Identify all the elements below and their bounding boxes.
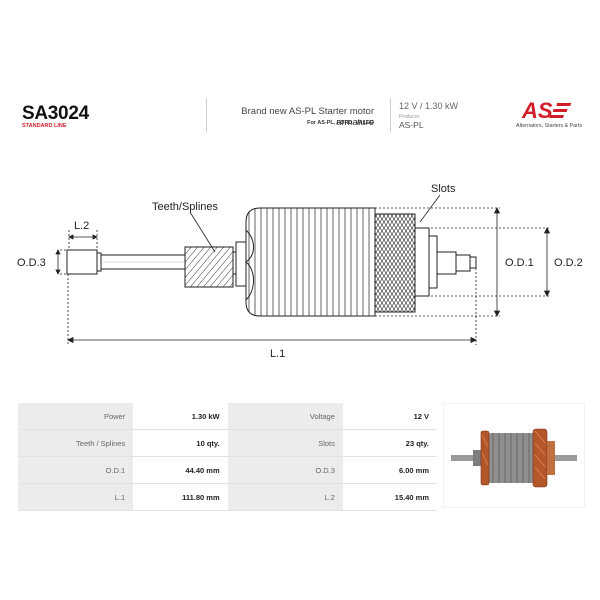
armature-core xyxy=(245,207,438,317)
product-subtitle: For AS-PL, FORD, VALEO xyxy=(307,120,374,126)
label-od3: O.D.3 xyxy=(17,257,46,269)
asl-logo: AS xyxy=(521,98,572,123)
table-row: Teeth / Splines 10 qty. Slots 23 qty. xyxy=(18,429,437,457)
spec-value: 23 qty. xyxy=(342,429,437,457)
spec-label: L.1 xyxy=(18,483,134,511)
product-description: Brand new AS-PL Starter motor armature xyxy=(241,106,374,128)
spec-label: Power xyxy=(18,403,134,430)
shaft xyxy=(66,241,477,288)
spec-value: 6.00 mm xyxy=(342,456,437,484)
producer-name: AS-PL xyxy=(399,120,424,130)
producer-label: Producer xyxy=(399,114,420,120)
spec-label: Slots xyxy=(227,429,343,457)
voltage-power: 12 V / 1.30 kW xyxy=(399,101,459,111)
spec-label: O.D.3 xyxy=(227,456,343,484)
armature-drawing: Teeth/Splines Slots L.2 O.D.3 O.D.1 O.D.… xyxy=(17,183,583,360)
commutator xyxy=(374,213,416,313)
spec-table: Power 1.30 kW Voltage 12 V Teeth / Splin… xyxy=(18,403,437,511)
spec-value: 12 V xyxy=(342,403,437,430)
spec-value: 15.40 mm xyxy=(342,483,437,511)
logo-text: AS xyxy=(521,98,553,123)
splines xyxy=(184,246,234,288)
product-line: STANDARD LINE xyxy=(22,123,67,129)
label-l2: L.2 xyxy=(74,220,89,232)
header-divider xyxy=(390,98,391,132)
spec-value: 1.30 kW xyxy=(133,403,228,430)
spec-label: L.2 xyxy=(227,483,343,511)
table-row: O.D.1 44.40 mm O.D.3 6.00 mm xyxy=(18,456,437,484)
table-row: L.1 111.80 mm L.2 15.40 mm xyxy=(18,483,437,511)
table-row: Power 1.30 kW Voltage 12 V xyxy=(18,403,437,430)
brand-tagline: Alternators, Starters & Parts xyxy=(516,123,582,129)
label-od1: O.D.1 xyxy=(505,257,534,269)
spec-label: O.D.1 xyxy=(18,456,134,484)
label-slots: Slots xyxy=(431,183,456,195)
label-od2: O.D.2 xyxy=(554,257,583,269)
header-divider xyxy=(206,98,207,132)
armature-photo xyxy=(443,403,585,508)
spec-label: Voltage xyxy=(227,403,343,430)
spec-label: Teeth / Splines xyxy=(18,429,134,457)
label-l1: L.1 xyxy=(270,348,285,360)
part-code: SA3024 xyxy=(22,103,89,124)
label-teeth-splines: Teeth/Splines xyxy=(152,201,219,213)
spec-value: 111.80 mm xyxy=(133,483,228,511)
spec-value: 44.40 mm xyxy=(133,456,228,484)
spec-value: 10 qty. xyxy=(133,429,228,457)
